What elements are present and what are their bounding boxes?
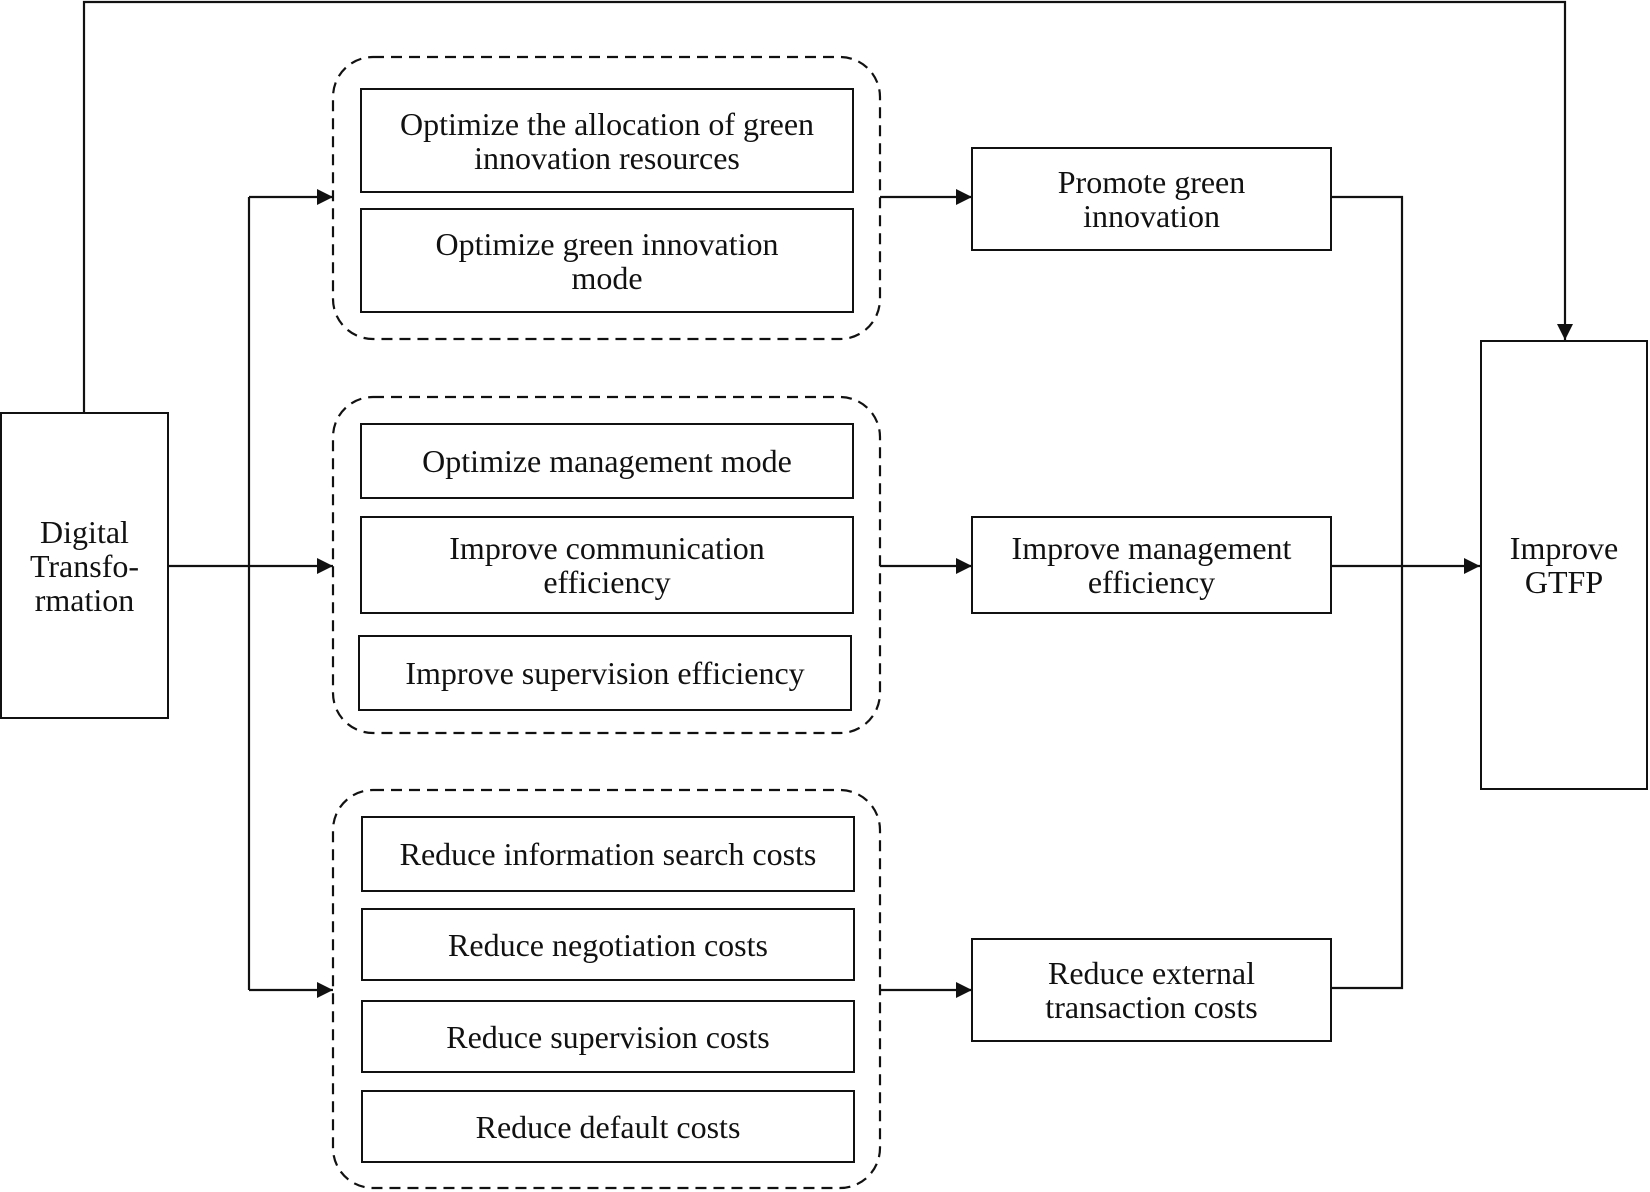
source-node-label: Digital Transfo- rmation — [29, 513, 140, 618]
mediator-promote-green-innovation: Promote green innovation — [971, 147, 1332, 251]
group2-item-1-label: Optimize management mode — [422, 443, 792, 479]
group3-item-1-label: Reduce information search costs — [399, 836, 817, 872]
group2-item-3-label: Improve supervision efficiency — [405, 655, 805, 691]
mediator-2-label: Improve management efficiency — [1011, 530, 1292, 600]
group2-item-2: Improve communication efficiency — [360, 516, 854, 614]
group2-item-1: Optimize management mode — [360, 423, 854, 499]
group1-item-2: Optimize green innovation mode — [360, 208, 854, 313]
outcome-node-label: Improve GTFP — [1509, 530, 1619, 600]
source-node-digital-transformation: Digital Transfo- rmation — [0, 412, 169, 719]
mediator-improve-management-efficiency: Improve management efficiency — [971, 516, 1332, 614]
group3-item-3-label: Reduce supervision costs — [446, 1018, 770, 1055]
direct-effect-arrow — [82, 0, 1573, 412]
group2-item-2-label: Improve communication efficiency — [449, 530, 765, 600]
group3-item-4-label: Reduce default costs — [475, 1108, 741, 1145]
group1-item-1-label: Optimize the allocation of green innovat… — [399, 105, 815, 176]
group3-item-1: Reduce information search costs — [361, 816, 855, 892]
group3-item-3: Reduce supervision costs — [361, 1000, 855, 1073]
group1-item-2-label: Optimize green innovation mode — [435, 225, 779, 296]
group3-item-2: Reduce negotiation costs — [361, 908, 855, 981]
group1-item-1: Optimize the allocation of green innovat… — [360, 88, 854, 193]
outcome-node-improve-gtfp: Improve GTFP — [1480, 340, 1648, 790]
mediator-collector-line — [1332, 195, 1404, 990]
group2-item-3: Improve supervision efficiency — [358, 635, 852, 711]
mediator-1-label: Promote green innovation — [1057, 164, 1246, 234]
group3-item-4: Reduce default costs — [361, 1090, 855, 1163]
mediator-3-label: Reduce external transaction costs — [1045, 955, 1258, 1025]
group3-item-2-label: Reduce negotiation costs — [448, 926, 768, 963]
mediator-reduce-external-transaction-costs: Reduce external transaction costs — [971, 938, 1332, 1042]
